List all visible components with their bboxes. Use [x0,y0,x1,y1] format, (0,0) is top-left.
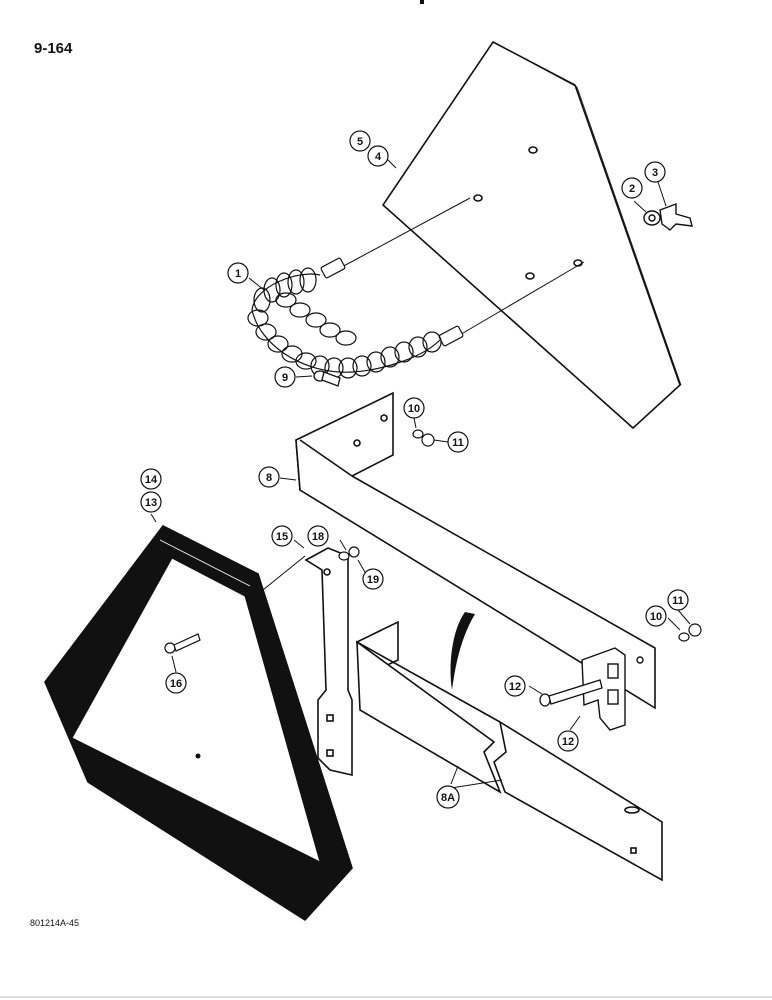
callout-14: 13 [140,491,162,513]
callout-8a: 8A [436,785,460,809]
svg-text:10: 10 [650,611,662,623]
callout-1: 1 [227,262,249,284]
callout-9: 9 [274,366,296,388]
callout-11-lower: 11 [667,589,689,611]
callout-16: 15 [271,525,293,547]
callout-10-lower: 10 [645,605,667,627]
svg-text:5: 5 [357,136,363,148]
callout-15: 14 [140,468,162,490]
svg-text:4: 4 [375,151,382,163]
svg-text:12: 12 [509,681,521,693]
hinge-bracket [581,647,644,731]
svg-text:9: 9 [282,372,288,384]
screw-17 [164,633,201,654]
svg-text:2: 2 [629,183,635,195]
coiled-cable [247,197,585,379]
callout-12: 12 [557,730,579,752]
mounting-strap [304,547,353,777]
callout-4: 4 [367,145,389,167]
callout-10-upper: 10 [403,397,425,419]
shading-arc [450,612,475,690]
svg-text:18: 18 [312,531,324,543]
l-bracket [295,391,656,710]
svg-text:3: 3 [652,167,658,179]
nuts-and-washers [338,429,702,642]
callout-13: 12 [504,675,526,697]
title-fragment [420,0,424,4]
svg-text:11: 11 [452,437,464,449]
svg-text:8A: 8A [441,792,455,804]
upper-plate [381,40,682,430]
callout-3: 3 [644,161,666,183]
svg-text:15: 15 [276,531,288,543]
callout-17: 16 [165,672,187,694]
svg-text:11: 11 [672,595,684,607]
smv-emblem [44,524,353,922]
wing-nut-assembly [643,202,693,231]
callout-5: 5 [349,130,371,152]
svg-text:1: 1 [235,268,241,280]
callout-19: 19 [362,568,384,590]
svg-text:14: 14 [145,474,158,486]
svg-text:10: 10 [408,403,420,415]
svg-text:13: 13 [145,497,157,509]
callout-18: 18 [307,525,329,547]
page-number: 9-164 [34,40,73,57]
svg-text:16: 16 [170,678,182,690]
svg-text:8: 8 [266,472,272,484]
svg-text:19: 19 [367,574,379,586]
document-code: 801214A-45 [30,918,80,928]
callout-11-upper: 11 [447,431,469,453]
callout-2: 2 [621,177,643,199]
svg-text:12: 12 [562,736,574,748]
callouts: 5 4 3 2 1 9 10 11 8 14 13 15 18 19 11 10… [140,130,689,809]
callout-8: 8 [258,466,280,488]
extension-bracket [356,620,663,882]
bolt-9 [313,370,341,387]
bolt-13 [539,679,603,707]
